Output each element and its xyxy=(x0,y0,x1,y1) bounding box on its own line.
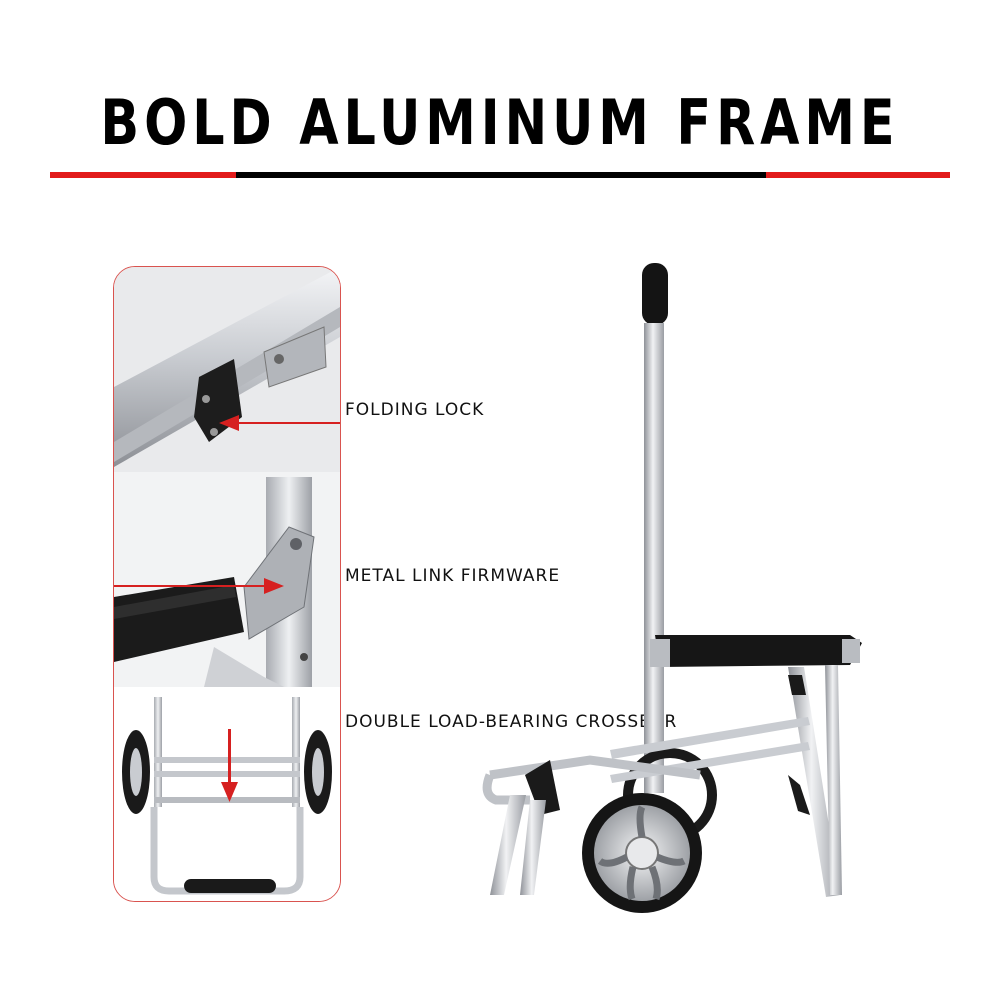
link-bracket-icon xyxy=(243,526,315,661)
page-title: BOLD ALUMINUM FRAME xyxy=(100,86,900,159)
seat-tube-foam-icon xyxy=(114,577,244,662)
title-rule-red-left xyxy=(50,172,236,178)
folding-lock-closeup xyxy=(114,267,340,472)
callout-label-metal-link: METAL LINK FIRMWARE xyxy=(345,566,561,586)
arrow-icon xyxy=(219,415,239,431)
detail-images xyxy=(114,267,340,901)
handle-grip xyxy=(642,263,668,325)
main-pole xyxy=(644,323,664,793)
callout-label-crossbar: DOUBLE LOAD-BEARING CROSSBAR xyxy=(345,712,678,732)
metal-link-closeup xyxy=(114,472,340,687)
wheel-left-icon xyxy=(122,730,150,814)
hinge-plate-icon xyxy=(263,326,327,388)
cart-illustration xyxy=(482,263,862,913)
arrow-icon xyxy=(221,782,238,802)
title-rule-black xyxy=(236,172,766,178)
seat-icon xyxy=(650,635,862,667)
detail-panel xyxy=(113,266,341,902)
title-rule-red-right xyxy=(766,172,950,178)
wheel-right-icon xyxy=(304,730,332,814)
front-wheel-icon xyxy=(582,793,702,913)
folding-lock-icon xyxy=(788,775,810,815)
arrow-icon xyxy=(264,578,284,594)
callout-label-folding-lock: FOLDING LOCK xyxy=(345,400,485,420)
